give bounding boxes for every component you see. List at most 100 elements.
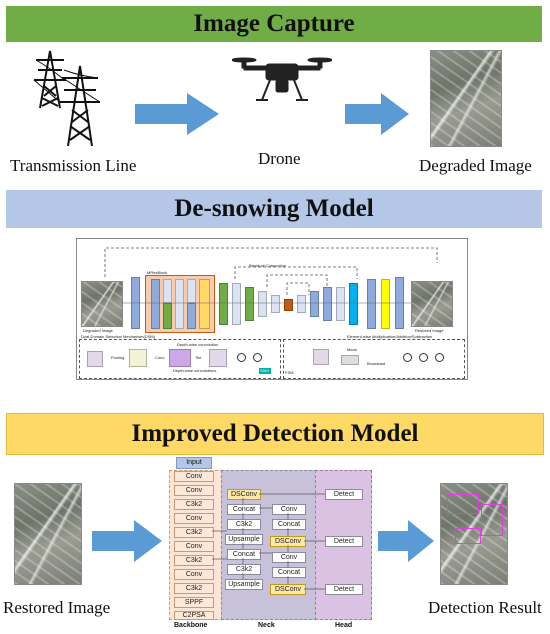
desnow-output-image (411, 281, 453, 327)
drone-icon (232, 57, 332, 101)
resblock-block (258, 291, 267, 317)
transmission-tower-icon (33, 50, 101, 147)
backbone-conv-4: Conv (174, 541, 214, 552)
desnowing-title: De-snowing Model (174, 195, 374, 222)
backbone-label: Backbone (174, 622, 208, 629)
arrow-right-icon (92, 520, 162, 562)
backbone-c3k2-1: C3k2 (174, 499, 214, 510)
subtract-op-icon (403, 353, 412, 362)
neck-label: Neck (258, 622, 275, 629)
restored-image-photo (14, 483, 82, 585)
transmission-line-label: Transmission Line (10, 156, 137, 175)
neck-dsconv-3: DSConv (270, 584, 306, 595)
up-block (310, 291, 319, 317)
detection-result-label: Detection Result (428, 598, 542, 617)
neck-concat-4: Concat (272, 567, 306, 578)
neck-conv-1: Conv (272, 504, 306, 515)
conv1x1-block (323, 287, 332, 321)
restored-image-label: Restored Image (3, 598, 111, 617)
arrow-right-icon (378, 520, 434, 562)
detection-result-photo (440, 483, 508, 585)
resblock-block (163, 279, 172, 303)
neck-c3k2-2: C3k2 (227, 564, 261, 575)
conv-label: Conv (155, 355, 165, 360)
broadcast-label: Broadcast (367, 361, 386, 366)
down-block (245, 287, 254, 321)
neck-concat-1: Concat (227, 504, 261, 515)
up-block (349, 283, 358, 325)
image-capture-banner: Image Capture (6, 6, 542, 42)
head-detect-3: Detect (325, 584, 363, 595)
mresblock-block (381, 279, 390, 329)
tile-label: Tile (195, 355, 202, 360)
depthwise-conv-label: Depth-wise convolution (177, 342, 219, 347)
dsm-caption: Dual-Domain Selection Mechanism(DSM) (81, 334, 156, 339)
arrow-right-icon (345, 93, 409, 135)
fsm-panel (283, 339, 465, 379)
dsm-block (163, 303, 172, 329)
drone-label: Drone (258, 149, 301, 168)
backbone-c3k2-3: C3k2 (174, 555, 214, 566)
up-block (284, 299, 293, 311)
add-op-icon (435, 353, 444, 362)
desnow-input-image (81, 281, 123, 327)
backbone-sppf: SPPF (174, 597, 214, 608)
resblock-block (187, 279, 196, 303)
neck-c3k2-1: C3k2 (227, 519, 261, 530)
neck-dsconv-1: DSConv (227, 489, 261, 500)
feature-cube (313, 349, 329, 365)
neck-conv-2: Conv (272, 552, 306, 563)
neck-concat-3: Concat (272, 519, 306, 530)
backbone-c3k2-2: C3k2 (174, 527, 214, 538)
detection-box (481, 504, 503, 536)
multiply-op-icon (419, 353, 428, 362)
resblock-block (232, 283, 241, 325)
detection-title: Improved Detection Model (131, 420, 419, 447)
detection-box (455, 528, 481, 544)
desnow-input-label: Degraded Image (83, 328, 113, 333)
feature-cube (129, 349, 147, 367)
feature-cube (209, 349, 227, 367)
backbone-c3k2-4: C3k2 (174, 583, 214, 594)
resblock-block (175, 279, 184, 329)
feature-cube (87, 351, 103, 367)
dsm-panel (79, 339, 281, 379)
multiply-op-icon (237, 353, 246, 362)
up-block (187, 303, 196, 329)
desnow-output-label: Restored Image (415, 328, 444, 333)
resblock-block (297, 295, 306, 313)
ops-legend: Element-wise Multiplication/Addition/Sub… (347, 334, 433, 339)
neck-upsample-2: Upsample (225, 579, 263, 590)
degraded-image-photo (430, 50, 502, 147)
backbone-c2psa: C2PSA (174, 611, 214, 620)
feature-cube (341, 355, 359, 365)
depthwise-convs-label: Depth-wise convolutions (173, 368, 217, 373)
head-label: Head (335, 622, 353, 629)
input-block: Input (176, 457, 212, 469)
mrb-block (151, 279, 160, 329)
mresblock-label: MResBlock (147, 270, 168, 275)
desnowing-banner: De-snowing Model (6, 190, 542, 228)
degraded-image-label: Degraded Image (419, 156, 532, 175)
ssm-badge (259, 368, 271, 374)
ssm-label: SSM (260, 368, 269, 373)
detection-banner: Improved Detection Model (6, 413, 544, 455)
neck-concat-2: Concat (227, 549, 261, 560)
down-block (219, 283, 228, 325)
head-detect-1: Detect (325, 489, 363, 500)
skip-connection-line (104, 247, 438, 295)
desnow-network-diagram: Degraded Image Restored Image MResBlock … (76, 238, 468, 380)
resblock-block (336, 287, 345, 321)
backbone-conv-1: Conv (174, 471, 214, 482)
residual-connection-label: Residual Connection (249, 263, 286, 268)
mean-label: Mean (347, 347, 358, 352)
backbone-conv-3: Conv (174, 513, 214, 524)
concat-block (199, 279, 210, 329)
image-capture-title: Image Capture (193, 10, 355, 37)
arrow-right-icon (135, 93, 219, 135)
add-op-icon (253, 353, 262, 362)
feature-cube (169, 349, 191, 367)
head-detect-2: Detect (325, 536, 363, 547)
neck-upsample-1: Upsample (225, 534, 263, 545)
